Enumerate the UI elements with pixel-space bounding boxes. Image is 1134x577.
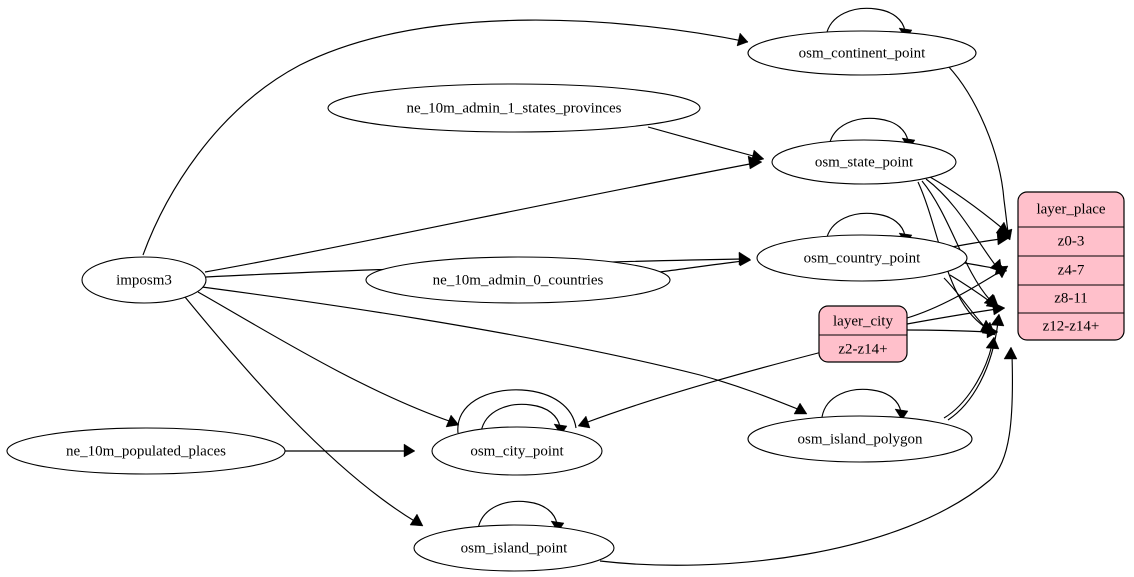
record-layer-city[interactable]: layer_city z2-z14+: [818, 305, 908, 363]
edge-osm-country-point-to-layer-place-z0-3: [951, 231, 1010, 248]
edge-layer-city-to-layer-place-z0-3: [906, 265, 1009, 319]
edge-imposm3-to-osm-island-polygon: [201, 286, 808, 415]
node-label-ne-states: ne_10m_admin_1_states_provinces: [407, 100, 622, 116]
edge-imposm3-to-osm-state-point: [204, 155, 763, 273]
record-layer-place[interactable]: layer_place z0-3 z4-7 z8-11 z12-z14+: [1017, 191, 1125, 341]
node-label-osm-island-point: osm_island_point: [461, 540, 569, 556]
edge-layer-city-to-osm-city-point: [577, 351, 823, 429]
node-label-osm-continent-point: osm_continent_point: [799, 45, 926, 61]
node-osm-city-point[interactable]: osm_city_point: [431, 426, 603, 476]
edge-layer-city-to-layer-place-z8-11: [906, 301, 1006, 325]
node-label-osm-country-point: osm_country_point: [804, 250, 921, 266]
edge-imposm3-to-osm-island-point: [184, 296, 424, 527]
record-title-layer-place: layer_place: [1036, 201, 1105, 217]
edge-osm-island-polygon-to-layer-place-z12-z14: [943, 336, 1000, 419]
record-row-layer-place-z0-3[interactable]: z0-3: [1058, 233, 1085, 249]
edge-self-loop-osm-city-point-outer: [457, 389, 577, 434]
node-osm-continent-point[interactable]: osm_continent_point: [747, 30, 977, 76]
record-row-layer-place-z12-z14[interactable]: z12-z14+: [1043, 318, 1100, 334]
node-label-imposm3: imposm3: [116, 272, 172, 288]
node-osm-state-point[interactable]: osm_state_point: [771, 139, 957, 185]
edge-osm-island-point-to-layer-place-z12-z14: [599, 346, 1018, 566]
node-label-osm-state-point: osm_state_point: [815, 154, 914, 170]
edge-self-loop-osm-island-polygon: [821, 388, 909, 421]
node-label-osm-city-point: osm_city_point: [470, 443, 564, 459]
node-imposm3[interactable]: imposm3: [81, 256, 207, 304]
edge-imposm3-to-osm-city-point: [197, 291, 460, 428]
edge-osm-state-point-to-layer-place-z0-3: [929, 176, 1010, 235]
record-title-layer-city: layer_city: [833, 313, 893, 329]
nodes-layer: imposm3 ne_10m_admin_1_states_provinces …: [6, 30, 977, 572]
node-label-osm-island-polygon: osm_island_polygon: [797, 431, 923, 447]
node-label-ne-populated: ne_10m_populated_places: [66, 443, 226, 459]
record-row-layer-place-z8-11[interactable]: z8-11: [1054, 290, 1088, 306]
edge-imposm3-to-osm-continent-point: [142, 19, 749, 256]
edges-layer: [142, 7, 1018, 566]
node-osm-island-polygon[interactable]: osm_island_polygon: [747, 415, 973, 463]
edge-osm-country-point-to-layer-place-z8-11: [949, 274, 1000, 309]
node-ne-10m-admin-1-states-provinces[interactable]: ne_10m_admin_1_states_provinces: [327, 83, 701, 133]
edge-ne-states-to-osm-state-point: [647, 126, 765, 164]
record-row-layer-place-z4-7[interactable]: z4-7: [1058, 262, 1085, 278]
node-ne-10m-populated-places[interactable]: ne_10m_populated_places: [6, 427, 286, 475]
edge-ne-populated-to-osm-city-point: [285, 443, 416, 458]
edge-osm-continent-point-to-layer-place-z0-3: [947, 65, 1013, 241]
edge-osm-island-polygon-to-layer-place-z8-11: [947, 313, 1005, 421]
node-ne-10m-admin-0-countries[interactable]: ne_10m_admin_0_countries: [365, 256, 671, 304]
record-row-layer-city-z2-z14[interactable]: z2-z14+: [838, 341, 887, 357]
edge-layer-city-to-layer-place-z12-z14: [906, 324, 999, 339]
node-osm-island-point[interactable]: osm_island_point: [413, 524, 615, 572]
edge-ne-countries-to-osm-country-point: [659, 252, 752, 273]
node-osm-country-point[interactable]: osm_country_point: [756, 234, 968, 282]
node-label-ne-countries: ne_10m_admin_0_countries: [433, 272, 604, 288]
